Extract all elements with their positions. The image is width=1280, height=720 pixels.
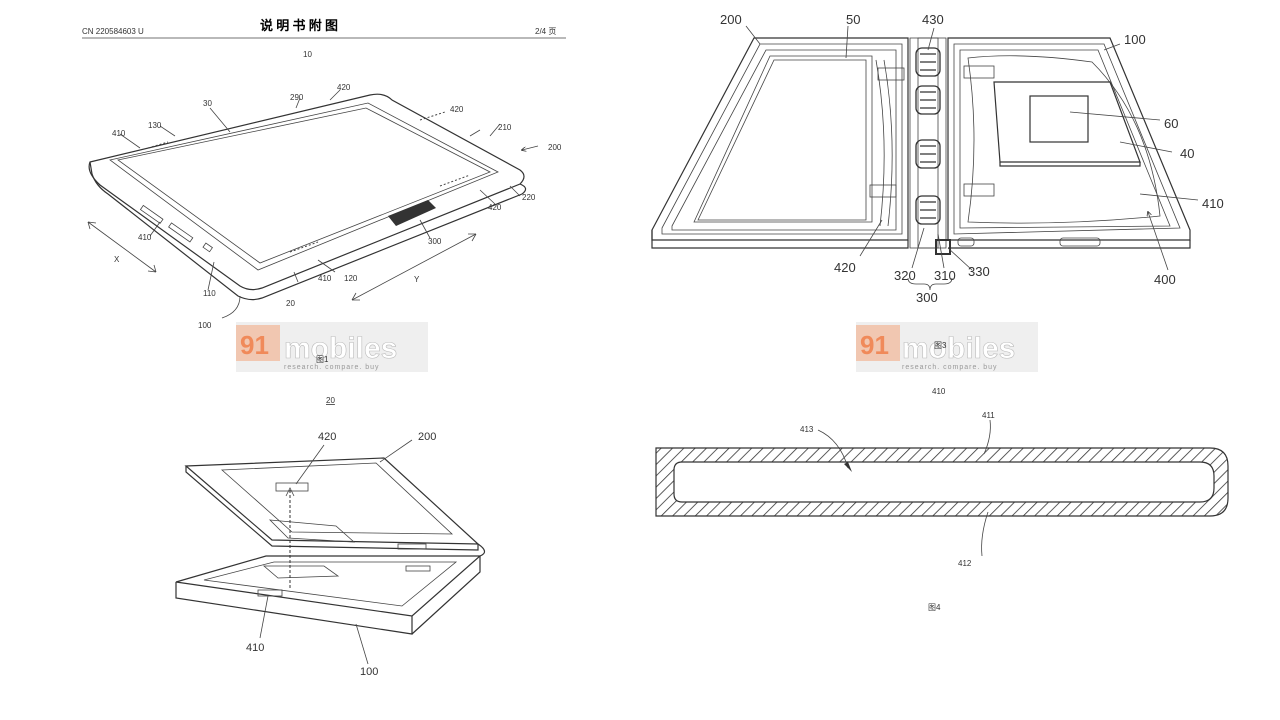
sheet-title: 说 明 书 附 图 — [260, 18, 338, 33]
callout-label: 130 — [148, 121, 162, 130]
callout-label: 420 — [834, 260, 856, 275]
callout-label: 410 — [138, 233, 152, 242]
fig1-top-number: 10 — [303, 50, 312, 59]
fig3-caption: 图3 — [934, 341, 947, 350]
page-number: 2/4 页 — [535, 27, 556, 36]
callout-label: 411 — [982, 411, 995, 420]
callout-label: 420 — [450, 105, 464, 114]
fig4-caption: 图4 — [928, 603, 941, 612]
hatched-region-300 — [388, 200, 436, 226]
callout-label: 410 — [112, 129, 126, 138]
callout-label: 30 — [203, 99, 212, 108]
figure-4-cross-section — [655, 419, 1229, 557]
fig4-top-number: 410 — [932, 387, 946, 396]
callout-label: 330 — [968, 264, 990, 279]
callout-label: 91 — [860, 330, 889, 360]
callout-label: 420 — [337, 83, 351, 92]
callout-label: 412 — [958, 559, 972, 568]
watermark-left: 91 mobiles research. compare. buy — [236, 322, 428, 372]
callout-label: 40 — [1180, 146, 1194, 161]
callout-label: 120 — [344, 274, 358, 283]
callout-label: 410 — [246, 642, 264, 654]
fig2-number: 20 — [326, 396, 335, 405]
callout-label: 320 — [894, 268, 916, 283]
fig1-caption: 图1 — [316, 355, 329, 364]
callout-label: 110 — [203, 289, 216, 298]
callout-label: 200 — [720, 12, 742, 27]
callout-label: 100 — [198, 321, 212, 330]
callout-label: 20 — [286, 299, 295, 308]
callout-label: research. compare. buy — [902, 364, 998, 371]
watermark-right: 91 mobiles research. compare. buy — [856, 322, 1038, 372]
callout-label: 290 — [290, 93, 304, 102]
callout-label: 50 — [846, 12, 860, 27]
figure-2-labels: 420 200 410 100 — [246, 431, 436, 678]
callout-label: 420 — [318, 431, 336, 443]
callout-label: 210 — [498, 123, 512, 132]
figure-3-unfolded-device — [651, 25, 1199, 291]
callout-label: 410 — [1202, 196, 1224, 211]
callout-label: 100 — [360, 666, 378, 678]
figure-2-folding-device — [175, 439, 486, 665]
callout-label: 300 — [428, 237, 442, 246]
figure-3-labels: 200 50 430 100 60 40 410 420 320 310 330… — [720, 12, 1224, 305]
callout-label: mobiles — [284, 332, 397, 365]
callout-label: 310 — [934, 268, 956, 283]
callout-label: 430 — [922, 12, 944, 27]
callout-label: 400 — [1154, 272, 1176, 287]
publication-number: CN 220584603 U — [82, 27, 144, 36]
callout-label: 413 — [800, 425, 814, 434]
callout-label: X — [114, 255, 120, 264]
callout-label: 200 — [548, 143, 562, 152]
callout-label: research. compare. buy — [284, 364, 380, 371]
callout-label: 420 — [488, 203, 502, 212]
callout-label: mobiles — [902, 332, 1015, 365]
callout-label: 410 — [318, 274, 332, 283]
callout-label: Y — [414, 275, 420, 284]
callout-label: 91 — [240, 330, 269, 360]
figure-4-labels: 413 411 412 — [800, 411, 995, 568]
callout-label: 100 — [1124, 32, 1146, 47]
callout-label: 60 — [1164, 116, 1178, 131]
callout-label: 220 — [522, 193, 536, 202]
figure-1-labels: 290 420 30 130 410 420 210 200 220 420 4… — [112, 83, 562, 330]
callout-label: 300 — [916, 290, 938, 305]
figure-1-phone — [87, 89, 539, 319]
callout-label: 200 — [418, 431, 436, 443]
